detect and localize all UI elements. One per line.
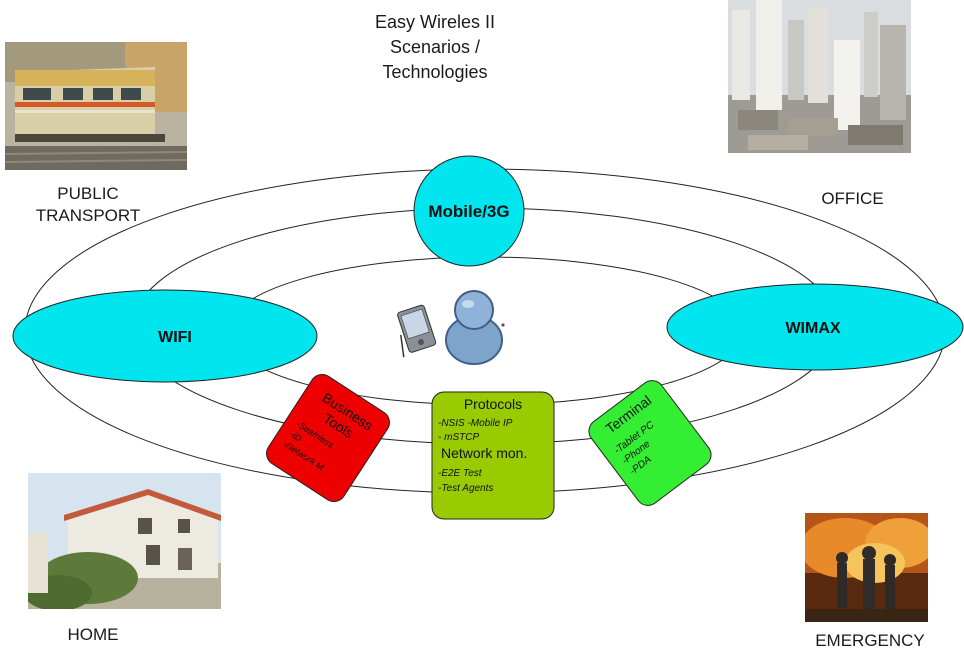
office-label: OFFICE [821,189,884,208]
public-transport-label-line: PUBLIC [57,184,119,203]
firefighters-photo [805,513,928,622]
wimax-node [666,283,964,371]
wimax-label: WIMAX [785,320,840,337]
mobile-3g-label: Mobile/3G [428,202,509,221]
terminal-box [588,380,712,506]
title-line: Scenarios / [389,37,481,57]
protocols-item: - mSTCP [438,432,479,443]
city-photo [728,0,911,153]
wifi-node [12,289,318,383]
network-monitoring-item: -E2E Test [438,468,483,479]
protocols-item: -NSIS -Mobile IP [438,418,513,429]
protocols-title: Protocols [464,396,522,412]
mobile-3g-node [413,155,525,267]
title-line: Technologies [382,62,488,82]
wifi-label: WIFI [158,329,192,346]
network-monitoring-item: -Test Agents [438,483,493,494]
network-monitoring-title: Network mon. [441,445,527,461]
business-tools-box [266,373,390,503]
public-transport-label-line: TRANSPORT [35,206,141,225]
home-label: HOME [67,625,119,644]
user-icon [445,290,505,365]
protocols-box [431,391,555,520]
emergency-label: EMERGENCY [815,631,925,650]
house-photo [28,473,221,609]
public-transport-label: PUBLIC TRANSPORT [18,183,158,227]
diagram-title: Easy Wireles II Scenarios / Technologies [330,10,540,85]
pda-icon [397,304,437,358]
train-photo [5,42,187,170]
title-line: Easy Wireles II [374,12,496,32]
